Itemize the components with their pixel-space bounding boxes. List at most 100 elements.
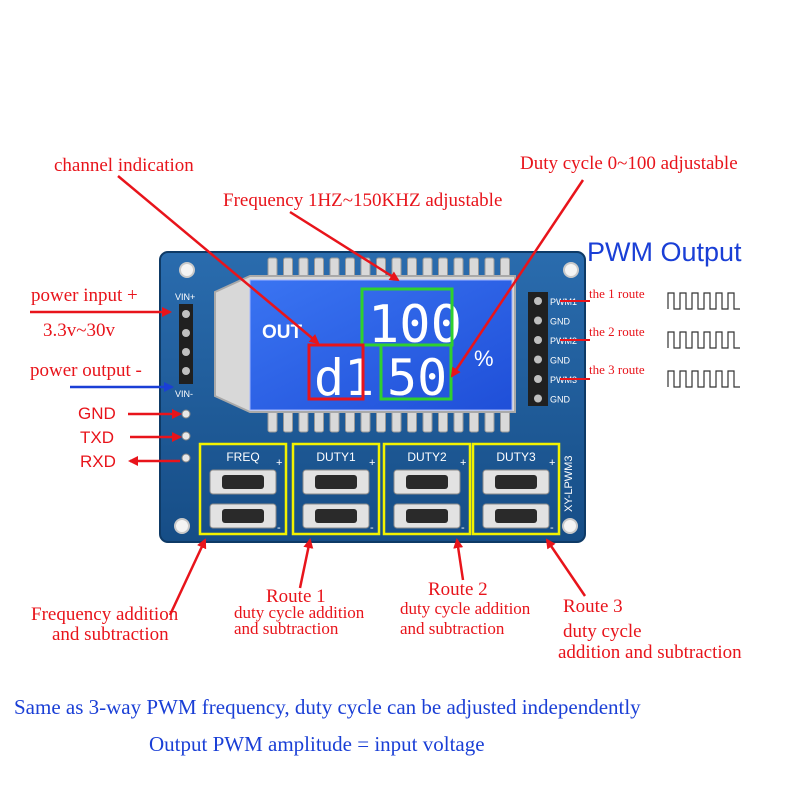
pwm-pin <box>534 297 542 305</box>
lcd-pin <box>267 409 278 433</box>
lcd-pin <box>360 409 371 433</box>
plus-sign: + <box>276 457 282 469</box>
label-route3-line: the 3 route <box>589 362 645 377</box>
minus-sign: - <box>550 522 554 534</box>
label-freq-add: Frequency addition <box>31 604 179 625</box>
minus-sign: - <box>277 522 281 534</box>
label-route2-line: the 2 route <box>589 324 645 339</box>
label-duty-cycle: Duty cycle 0~100 adjustable <box>520 153 738 174</box>
label-route3-title: Route 3 <box>563 596 623 617</box>
plus-sign: + <box>369 457 375 469</box>
pwm-waveforms <box>667 292 740 388</box>
lcd-percent: % <box>474 346 494 371</box>
lcd-pin <box>345 409 355 433</box>
label-route1-line1: duty cycle addition <box>234 603 365 622</box>
tact-switch-cap <box>406 509 448 523</box>
mount-hole-icon <box>179 262 195 278</box>
label-power-input: power input + <box>31 285 138 306</box>
pwm-pin-label: GND <box>550 317 571 327</box>
lcd-pin <box>422 409 433 433</box>
rxd-pad <box>181 453 191 463</box>
vin-header <box>179 304 193 384</box>
pwm-pin <box>534 316 542 325</box>
square-wave <box>667 292 740 310</box>
button-frame <box>291 442 381 536</box>
lcd-pin <box>469 409 479 433</box>
lcd-pin <box>484 409 495 433</box>
label-freq-sub: and subtraction <box>52 624 169 645</box>
footer-line2: Output PWM amplitude = input voltage <box>149 732 485 756</box>
square-wave <box>667 331 740 349</box>
tact-switch-cap <box>495 475 537 489</box>
arrow-frequency <box>289 210 400 282</box>
arrow-freq-buttons <box>168 538 207 616</box>
square-wave <box>667 370 740 388</box>
mount-hole-icon <box>562 518 578 534</box>
label-route1-line: the 1 route <box>589 286 645 301</box>
pwm-pin <box>534 375 542 383</box>
plus-sign: + <box>460 457 466 469</box>
arrow-route2 <box>453 538 465 581</box>
lcd-pin <box>391 409 402 433</box>
button-frame <box>198 442 288 536</box>
lcd-out-label: OUT <box>262 322 303 343</box>
mount-hole-icon <box>174 518 190 534</box>
lcd-pin <box>314 409 324 433</box>
lcd-pin <box>500 409 510 433</box>
model-label: XY-LPWM3 <box>563 456 575 512</box>
txd-pad <box>181 431 191 441</box>
button-label: DUTY2 <box>407 450 447 464</box>
label-txd: TXD <box>80 428 114 447</box>
lcd-pin <box>438 409 448 433</box>
arrow-route3 <box>545 538 587 597</box>
button-frame <box>471 442 561 536</box>
lcd-value: 50 <box>387 349 447 407</box>
label-power-output: power output - <box>30 360 142 381</box>
lcd-pin <box>407 409 417 433</box>
label-route2-title: Route 2 <box>428 579 488 600</box>
label-voltage-range: 3.3v~30v <box>43 320 116 341</box>
arrow-channel <box>117 175 320 345</box>
label-rxd: RXD <box>80 452 116 471</box>
lcd-pin <box>453 409 464 433</box>
button-label: DUTY1 <box>316 450 356 464</box>
lcd-pin <box>298 409 309 433</box>
arrow-route1 <box>298 538 314 589</box>
tact-switch-cap <box>495 509 537 523</box>
pwm-pin-label: GND <box>550 395 571 405</box>
pwm-pin-label: GND <box>550 356 571 366</box>
plus-sign: + <box>549 457 555 469</box>
annotation-arrows <box>30 175 590 616</box>
highlight-channel-box <box>307 343 365 401</box>
label-pwm-output: PWM Output <box>587 237 742 267</box>
pcb-board: VIN+ VIN- PWM1GNDPWM2GNDPWM3GND FREQ+-DU… <box>159 251 586 543</box>
tact-switch-cap <box>222 509 264 523</box>
minus-sign: - <box>370 522 374 534</box>
minus-sign: - <box>461 522 465 534</box>
label-route2-line2: and subtraction <box>400 619 505 638</box>
footer-line1: Same as 3-way PWM frequency, duty cycle … <box>14 695 641 719</box>
lcd-pin <box>329 409 340 433</box>
tact-switch-cap <box>222 475 264 489</box>
pwm-header <box>528 292 548 406</box>
mount-hole-icon <box>563 262 579 278</box>
arrow-duty <box>450 179 585 378</box>
label-route1-line2: and subtraction <box>234 619 339 638</box>
gnd-pad <box>181 409 191 419</box>
button-frame <box>382 442 472 536</box>
button-group: FREQ+-DUTY1+-DUTY2+-DUTY3+- <box>198 442 561 536</box>
pwm-pin <box>534 336 542 344</box>
label-gnd: GND <box>78 404 116 423</box>
vin-minus-label: VIN- <box>175 389 193 399</box>
tact-switch-cap <box>315 509 357 523</box>
lcd-pin <box>283 409 293 433</box>
button-label: DUTY3 <box>496 450 536 464</box>
vin-plus-label: VIN+ <box>175 292 195 302</box>
tact-switch-cap <box>406 475 448 489</box>
label-route3-line2: addition and subtraction <box>558 642 742 663</box>
pwm-pin <box>534 394 542 403</box>
tact-switch-cap <box>315 475 357 489</box>
label-channel-indication: channel indication <box>54 155 194 176</box>
